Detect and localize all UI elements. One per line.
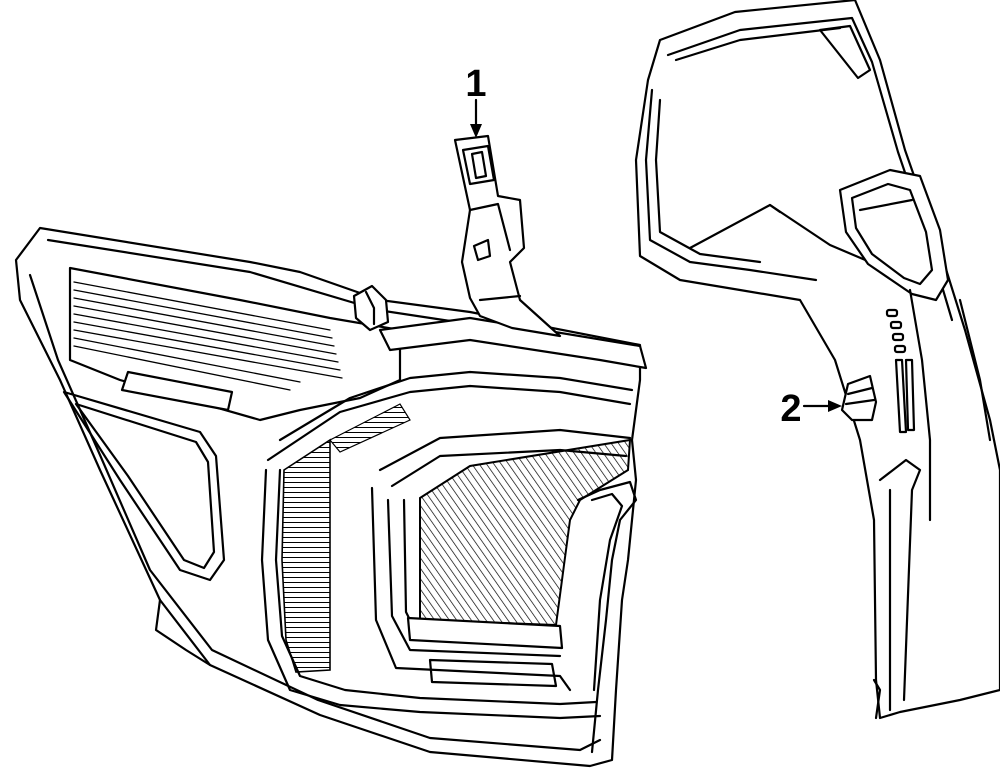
tail-lamp-assembly	[14, 134, 648, 768]
callout-1-number: 1	[465, 63, 486, 105]
plug-part-2	[840, 374, 878, 422]
mounting-bracket-part-1	[453, 134, 562, 338]
callout-1-arrowhead	[470, 124, 482, 138]
body-panel-pocket	[634, 0, 1000, 720]
callout-2-arrowhead	[828, 400, 842, 412]
bezel-ribs	[73, 281, 343, 391]
callout-1: 1	[465, 63, 487, 138]
callout-2-number: 2	[780, 388, 801, 430]
callout-2: 2	[780, 388, 842, 430]
panel-slots	[885, 308, 916, 434]
